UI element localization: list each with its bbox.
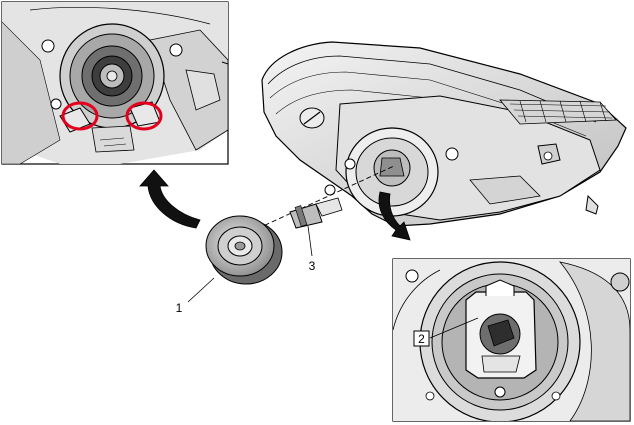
callout-label-2: 2 <box>418 332 425 346</box>
leader-line-1 <box>187 277 215 303</box>
callout-label-3: 3 <box>309 259 316 273</box>
headlamp-assembly <box>249 41 627 233</box>
curved-arrow-icon <box>139 169 201 229</box>
housing-fasteners <box>324 143 599 215</box>
leader-line-3 <box>307 225 313 257</box>
clip-highlight-left <box>61 101 99 131</box>
inset-bulb-retainer-detail <box>392 258 631 422</box>
leader-line-2 <box>429 317 479 339</box>
bulb-part-3 <box>289 197 343 257</box>
main-bulb-opening <box>345 127 439 217</box>
vent-grille <box>499 99 617 125</box>
inset-rear-detail <box>1 1 229 165</box>
callout-2-box <box>413 330 430 347</box>
callout-label-1: 1 <box>176 301 183 315</box>
curved-arrow-icon <box>378 191 411 241</box>
side-lamp-socket <box>299 107 325 129</box>
dust-cap-part-1 <box>187 215 283 303</box>
clip-highlight-right <box>125 101 163 131</box>
removal-axis-line <box>249 165 395 233</box>
